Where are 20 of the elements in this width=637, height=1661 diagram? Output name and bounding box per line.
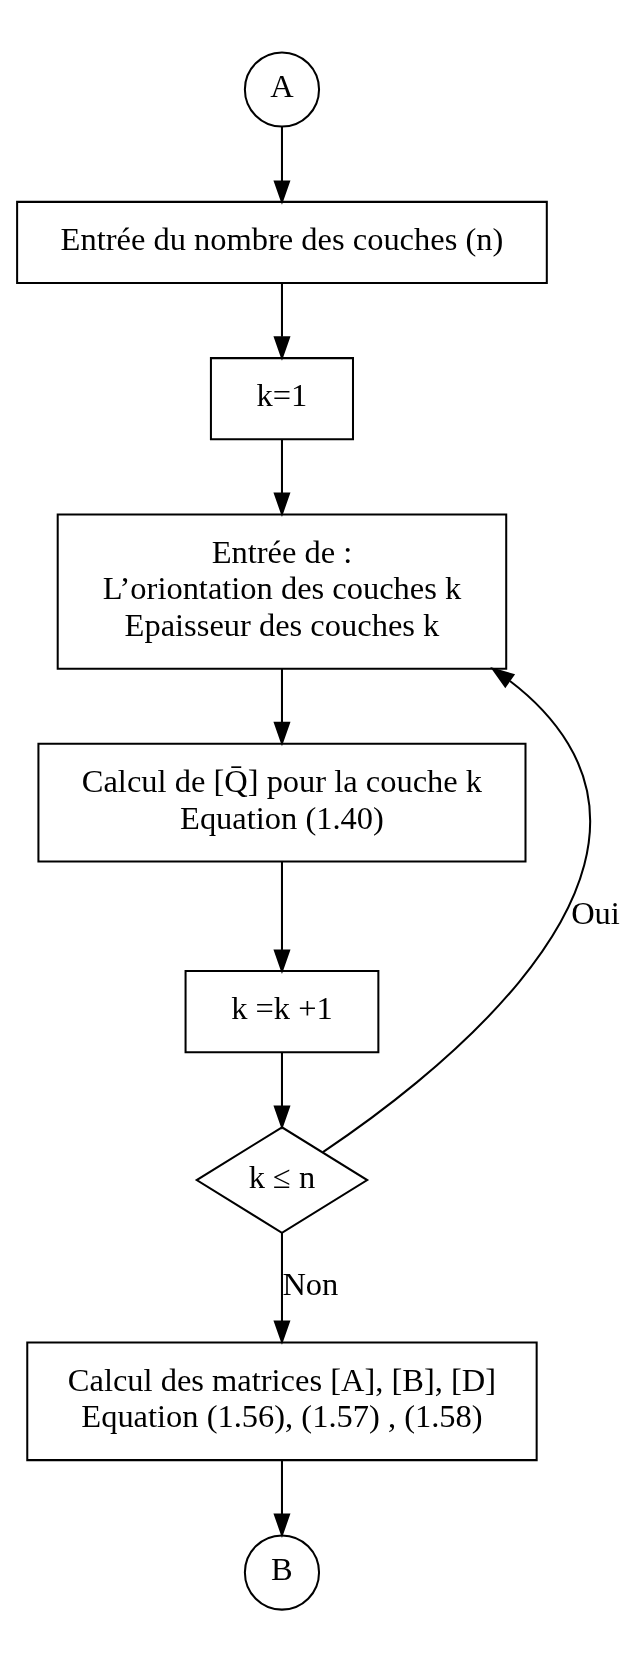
edge-label: Non	[281, 1265, 338, 1302]
arrow	[272, 126, 290, 205]
node-box: k=1	[209, 356, 354, 440]
node-circle: B	[243, 1533, 320, 1611]
arrow	[272, 861, 290, 974]
arrow	[321, 666, 591, 1153]
arrow	[272, 668, 290, 746]
node-box: Calcul de [Q̄] pour la couche k Equation (1.40)	[36, 742, 526, 862]
node-box: Entrée de : L’oriontation des couches k Epaisseur des couches k	[56, 512, 507, 670]
node-circle: A	[243, 50, 320, 128]
node-box: k =k +1	[184, 969, 379, 1053]
node-diamond: k ≤ n	[194, 1125, 369, 1234]
arrow	[272, 1052, 290, 1130]
node-box: Calcul des matrices [A], [B], [D] Equation (1.56), (1.57) , (1.58)	[25, 1340, 538, 1461]
edge-label: Oui	[570, 894, 620, 931]
arrow	[272, 1232, 290, 1345]
arrow	[272, 1460, 290, 1538]
arrow	[272, 439, 290, 517]
node-box: Entrée du nombre des couches (n)	[15, 200, 548, 284]
arrow	[272, 283, 290, 361]
